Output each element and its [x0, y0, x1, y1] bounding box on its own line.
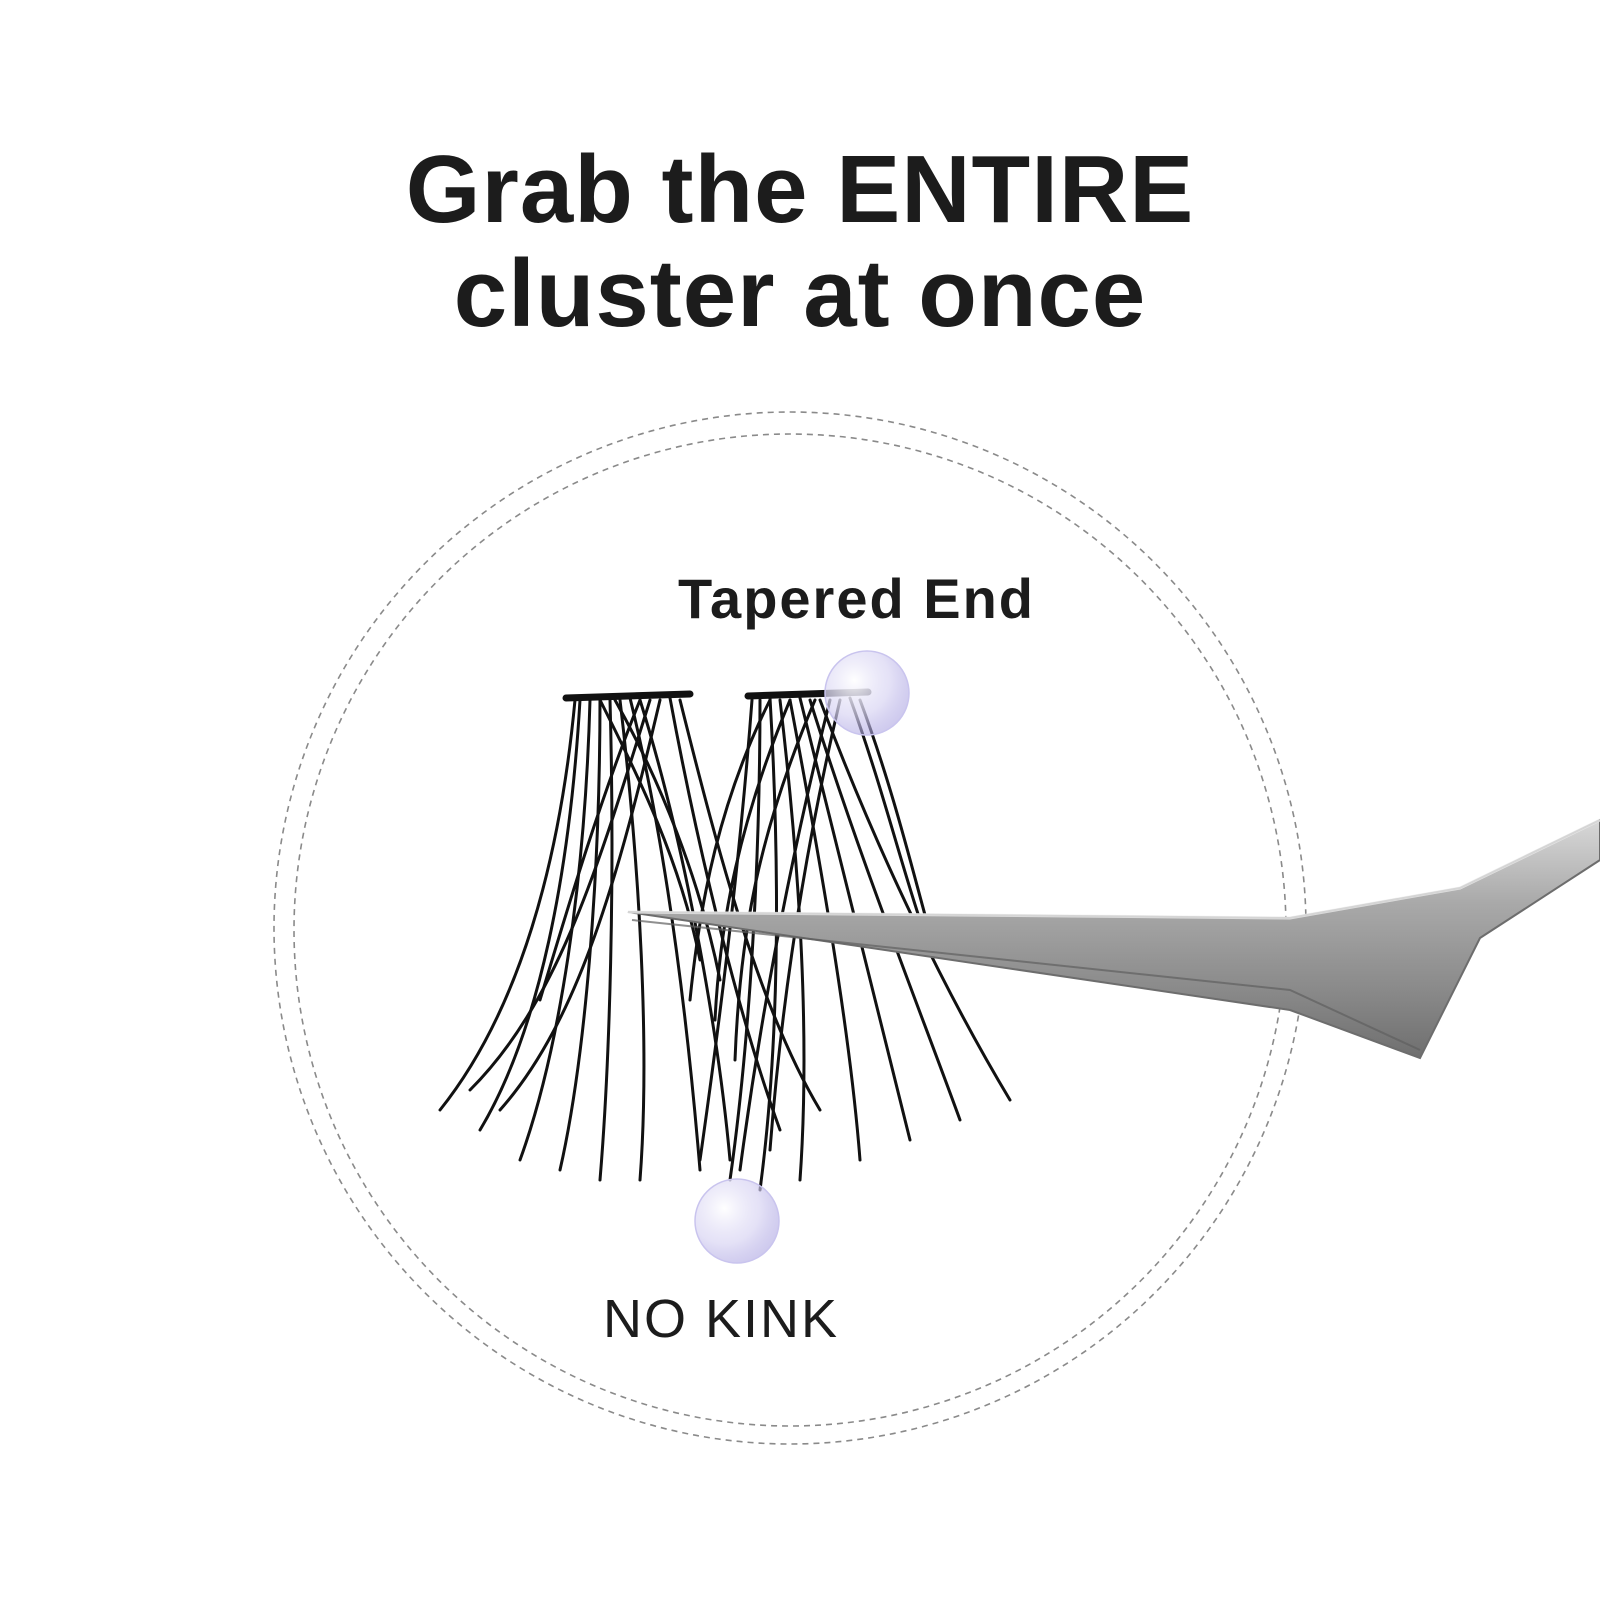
tweezers	[627, 818, 1600, 1060]
tapered-end-highlight	[824, 650, 910, 736]
headline: Grab the ENTIRE cluster at once	[0, 138, 1600, 346]
tapered-end-label: Tapered End	[678, 567, 1036, 630]
headline-line-1: Grab the ENTIRE	[405, 136, 1195, 243]
lash-cluster	[438, 696, 1012, 1192]
no-kink-label: NO KINK	[603, 1289, 840, 1349]
no-kink-highlight	[694, 1178, 780, 1264]
cluster-base-left	[562, 690, 694, 702]
headline-line-2: cluster at once	[453, 240, 1147, 347]
